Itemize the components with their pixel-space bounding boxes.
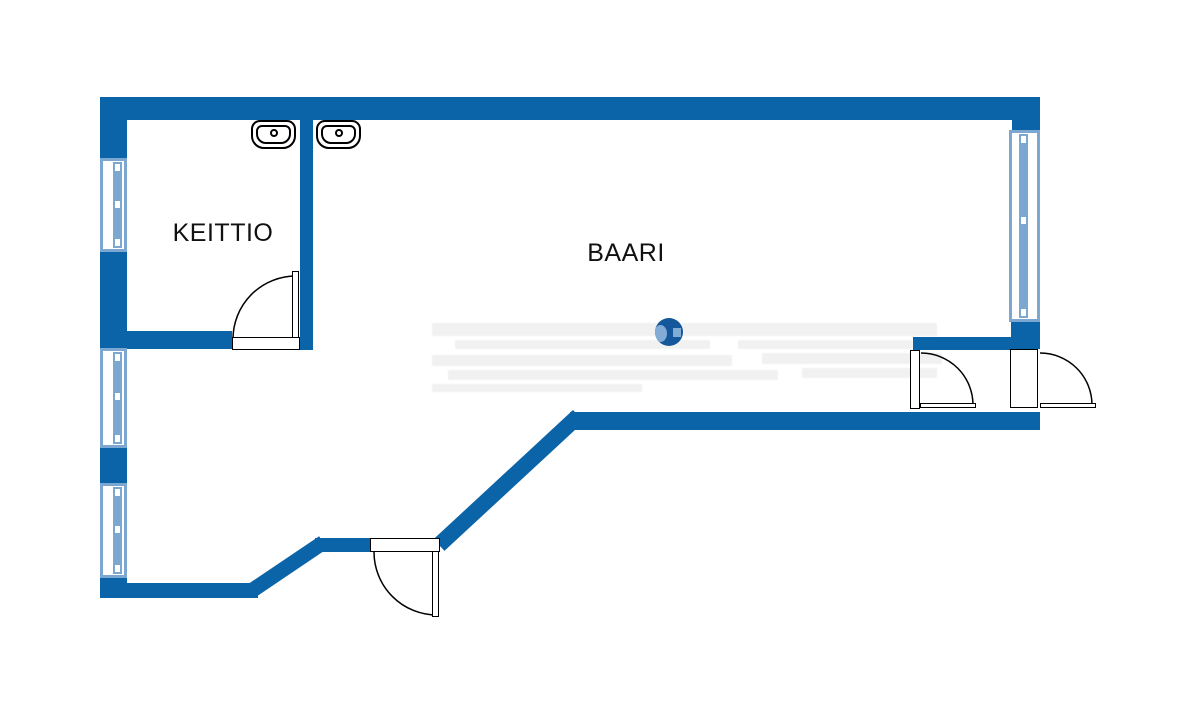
room-label-baari: BAARI [587,239,665,267]
wall-bottom-main [570,412,1040,430]
sink-basin [256,125,291,144]
wall-kitchen-right [300,112,313,350]
watermark [432,384,642,392]
wall-right-top-block [1012,118,1040,132]
watermark [432,355,732,366]
wall-lower-mid [315,538,373,552]
window-mullion [113,162,122,248]
window-mullion [1019,134,1028,318]
sink-icon [251,120,296,149]
door-leaf [920,403,976,408]
door-swing-arc [1039,352,1093,406]
window-icon [100,158,127,252]
door-threshold [370,538,440,552]
watermark [762,353,942,364]
window-mullion [113,352,122,444]
wall-diagonal-right [433,410,584,551]
window-mullion [113,487,122,574]
wall-bottom-left [100,583,258,598]
watermark [432,323,937,336]
window-icon [100,483,127,578]
watermark [738,340,913,349]
window-icon [1009,130,1040,322]
logo-dot-icon [655,318,683,346]
wall-top-left-corner [100,97,127,159]
watermark [448,370,778,380]
door-swing-arc [232,275,297,340]
door-jamb [1010,349,1038,408]
door-leaf [292,271,299,338]
watermark [802,368,937,378]
door-threshold [232,337,300,350]
wall-top [100,97,1040,120]
wall-right-mid-block [1011,322,1040,349]
room-label-keittio: KEITTIO [172,219,274,247]
watermark [455,340,710,349]
logo-dot-chip [673,328,681,337]
window-icon [100,348,127,448]
wall-vestibule [913,337,1013,350]
logo-dot-highlight [655,325,667,342]
door-leaf [432,551,439,617]
sink-drain [334,129,343,137]
wall-left-pier [100,448,127,483]
sink-drain [269,129,278,137]
wall-kitchen-bottom [100,331,232,349]
door-swing-arc [373,551,438,616]
door-jamb [910,350,920,409]
sink-basin [321,125,356,144]
door-leaf [1040,403,1096,408]
sink-icon [316,120,361,149]
